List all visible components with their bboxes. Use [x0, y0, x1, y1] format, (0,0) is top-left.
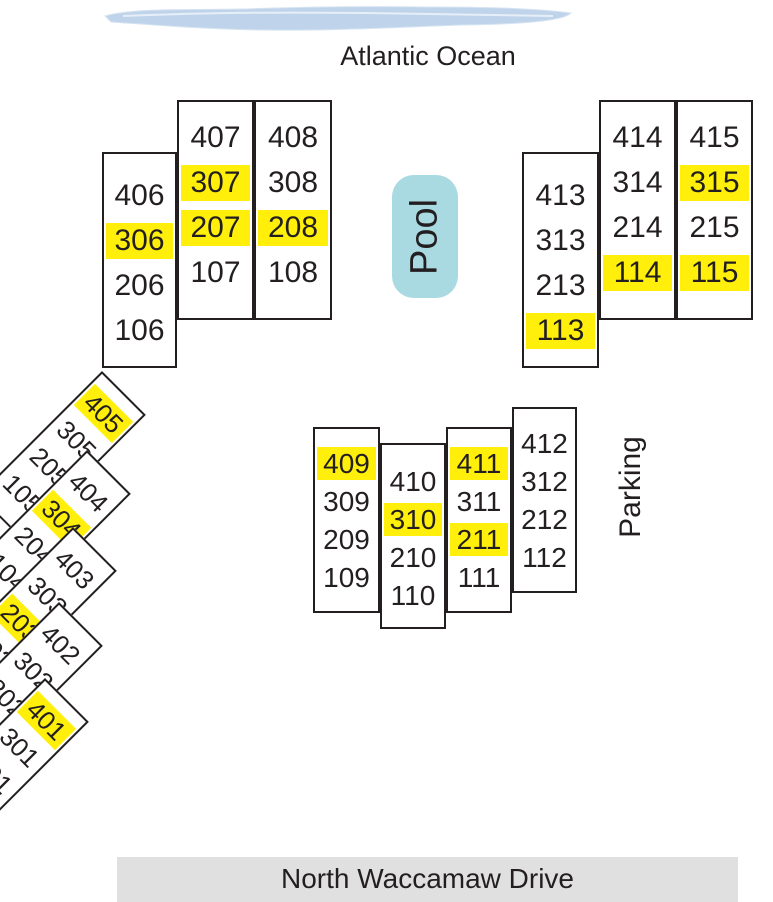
ocean-shape [104, 6, 573, 31]
unit-112[interactable]: 112 [522, 542, 567, 573]
road-label: North Waccamaw Drive [280, 863, 574, 894]
unit-411-available[interactable]: 411 [450, 447, 508, 480]
unit-408[interactable]: 408 [267, 121, 319, 154]
ocean-label: Atlantic Ocean [340, 41, 516, 71]
unit-412[interactable]: 412 [521, 428, 568, 459]
unit-213[interactable]: 213 [535, 269, 586, 302]
building-b6: 415 315 215 115 [676, 100, 753, 320]
unit-313[interactable]: 313 [535, 224, 586, 257]
unit-311[interactable]: 311 [456, 486, 502, 517]
building-b2: 407 307 207 107 [177, 100, 254, 320]
building-b7: 409 309 209 109 [313, 427, 380, 613]
unit-414[interactable]: 414 [612, 121, 663, 154]
unit-107[interactable]: 107 [190, 256, 241, 289]
unit-415[interactable]: 415 [689, 121, 740, 154]
building-b10: 412 312 212 112 [512, 407, 577, 593]
unit-312[interactable]: 312 [521, 466, 568, 497]
unit-310-available[interactable]: 310 [384, 503, 442, 536]
unit-209[interactable]: 209 [323, 524, 370, 555]
unit-109[interactable]: 109 [323, 562, 370, 593]
unit-210[interactable]: 210 [389, 542, 437, 573]
unit-407[interactable]: 407 [190, 121, 241, 154]
unit-409-available[interactable]: 409 [317, 447, 376, 480]
building-b9: 411 311 211 111 [446, 427, 512, 613]
unit-208-available[interactable]: 208 [258, 210, 328, 246]
unit-406[interactable]: 406 [114, 179, 165, 212]
unit-106[interactable]: 106 [114, 314, 165, 347]
unit-114-available[interactable]: 114 [603, 255, 672, 291]
building-b1: 406 306 206 106 [102, 152, 177, 368]
unit-110[interactable]: 110 [390, 580, 436, 611]
unit-214[interactable]: 214 [612, 211, 663, 244]
unit-215[interactable]: 215 [689, 211, 740, 244]
unit-111[interactable]: 111 [457, 562, 501, 593]
unit-309[interactable]: 309 [323, 486, 370, 517]
parking-label: Parking [614, 436, 647, 538]
unit-115-available[interactable]: 115 [680, 255, 749, 291]
road [117, 857, 738, 902]
building-b4: 413 313 213 113 [522, 152, 599, 368]
pool-label: Pool [403, 198, 446, 276]
unit-113-available[interactable]: 113 [526, 313, 595, 349]
unit-308[interactable]: 308 [267, 166, 319, 199]
unit-410[interactable]: 410 [389, 466, 437, 497]
unit-207-available[interactable]: 207 [181, 210, 250, 246]
unit-306-available[interactable]: 306 [106, 223, 173, 259]
unit-315-available[interactable]: 315 [680, 165, 749, 201]
unit-206[interactable]: 206 [114, 269, 165, 302]
unit-314[interactable]: 314 [612, 166, 663, 199]
building-b3: 408 308 208 108 [254, 100, 332, 320]
unit-307-available[interactable]: 307 [181, 165, 250, 201]
unit-211-available[interactable]: 211 [450, 523, 508, 556]
building-b8: 410 310 210 110 [380, 443, 446, 629]
unit-212[interactable]: 212 [521, 504, 568, 535]
unit-108[interactable]: 108 [267, 256, 319, 289]
pool [392, 175, 458, 298]
building-b5: 414 314 214 114 [599, 100, 676, 320]
unit-413[interactable]: 413 [535, 179, 586, 212]
